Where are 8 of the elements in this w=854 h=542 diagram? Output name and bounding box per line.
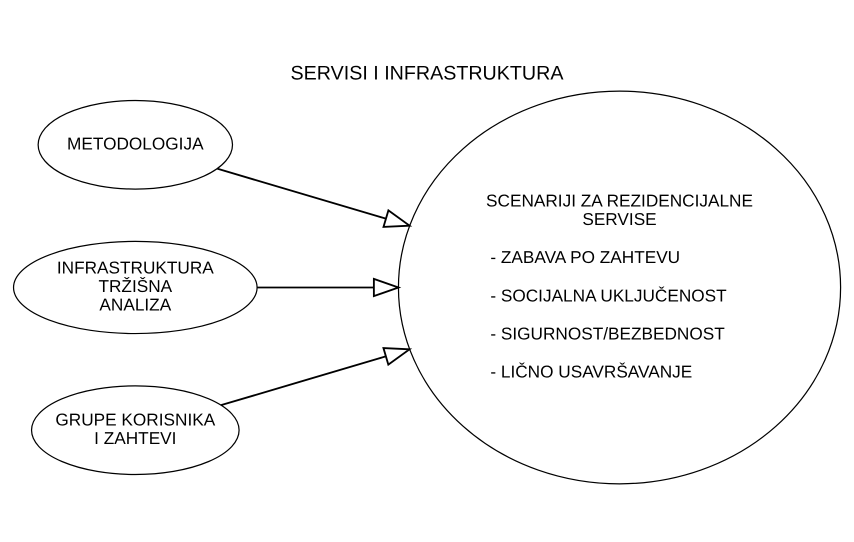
node-ellipse: SCENARIJI ZA REZIDENCIJALNE SERVISE - ZABAVA PO ZAHTEVU - SOCIJALNA UKLJUČENOST - SIGURNOST/BEZBEDNOST - LIČNO USAVRŠAVANJE <box>398 90 842 484</box>
node-ellipse: INFRASTRUKTURA TRŽIŠNA ANALIZA <box>12 240 258 334</box>
arrow <box>216 167 412 228</box>
node-ellipse: GRUPE KORISNIKA I ZAHTEVI <box>30 384 240 475</box>
diagram-title: SERVISI I INFRASTRUKTURA <box>290 62 564 84</box>
arrow <box>257 277 402 297</box>
node-ellipse: METODOLOGIJA <box>38 99 234 190</box>
arrow <box>220 346 412 406</box>
